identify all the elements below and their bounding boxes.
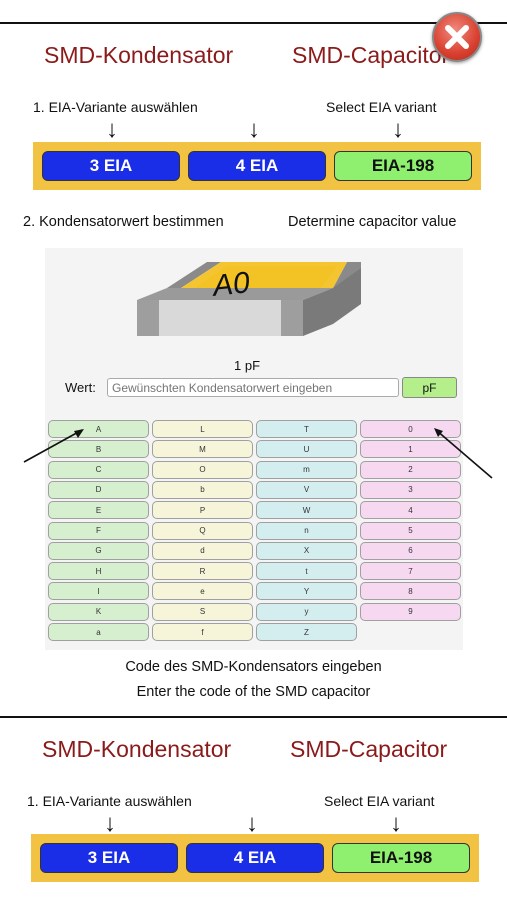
code-key[interactable]: Q [152, 521, 253, 540]
code-key[interactable]: e [152, 582, 253, 601]
code-key[interactable]: C [48, 460, 149, 479]
close-icon [445, 25, 469, 49]
middle-divider [0, 716, 507, 718]
code-key[interactable]: M [152, 440, 253, 459]
code-key[interactable]: 9 [360, 602, 461, 621]
title-en-bottom: SMD-Capacitor [290, 736, 448, 762]
title-de-bottom: SMD-Kondensator [42, 736, 232, 762]
eia-3-button[interactable]: 3 EIA [42, 151, 180, 181]
code-key[interactable]: a [48, 623, 149, 641]
code-key[interactable]: Y [256, 582, 357, 601]
arrow-right-pointer-icon [434, 428, 493, 479]
chip-code-label: A0 [211, 266, 252, 303]
code-key[interactable]: 0 [360, 420, 461, 438]
eia-4-button[interactable]: 4 EIA [188, 151, 326, 181]
code-key[interactable]: Z [256, 623, 357, 641]
code-key[interactable]: 5 [360, 521, 461, 540]
code-key[interactable]: n [256, 521, 357, 540]
unit-pf-button[interactable]: pF [402, 377, 457, 398]
capacitor-value: 1 pF [234, 358, 261, 373]
step2-en: Determine capacitor value [288, 214, 457, 230]
code-key[interactable]: E [48, 501, 149, 520]
code-key[interactable]: 4 [360, 501, 461, 520]
code-key[interactable]: O [152, 460, 253, 479]
code-key[interactable]: 3 [360, 480, 461, 499]
arrow-down-icon: ↓ [106, 116, 118, 143]
code-key[interactable]: G [48, 541, 149, 560]
code-key[interactable]: D [48, 480, 149, 499]
eia-4-button-bottom[interactable]: 4 EIA [186, 843, 324, 873]
capacitor-value-input[interactable] [107, 378, 399, 397]
code-key[interactable]: S [152, 602, 253, 621]
code-key[interactable]: R [152, 562, 253, 581]
eia-198-button[interactable]: EIA-198 [334, 151, 472, 181]
code-key[interactable]: X [256, 541, 357, 560]
instruction-en: Enter the code of the SMD capacitor [136, 684, 371, 700]
code-key[interactable]: L [152, 420, 253, 438]
code-key[interactable]: P [152, 501, 253, 520]
arrow-down-icon: ↓ [248, 116, 260, 143]
top-divider [0, 22, 507, 24]
code-key[interactable]: V [256, 480, 357, 499]
code-key[interactable]: H [48, 562, 149, 581]
arrow-left-pointer-icon [23, 429, 84, 463]
code-key[interactable]: W [256, 501, 357, 520]
calculator-panel: A0 1 pF Wert: pF ABCDEFGHIKaLMObPQdReSfT… [45, 248, 463, 650]
eia-198-button-bottom[interactable]: EIA-198 [332, 843, 470, 873]
capacitor-chip-image [137, 262, 361, 336]
arrow-down-icon: ↓ [104, 810, 116, 837]
eia-3-button-bottom[interactable]: 3 EIA [40, 843, 178, 873]
step1-de-bottom: 1. EIA-Variante auswählen [27, 793, 192, 809]
step1-de: 1. EIA-Variante auswählen [33, 99, 198, 115]
code-key[interactable]: T [256, 420, 357, 438]
code-key[interactable]: t [256, 562, 357, 581]
code-key[interactable]: m [256, 460, 357, 479]
code-key[interactable]: f [152, 623, 253, 641]
code-key[interactable]: 8 [360, 582, 461, 601]
step2-de: 2. Kondensatorwert bestimmen [23, 214, 224, 230]
arrow-down-icon: ↓ [246, 810, 258, 837]
code-key[interactable]: F [48, 521, 149, 540]
close-button[interactable] [432, 12, 482, 62]
code-key[interactable]: 7 [360, 562, 461, 581]
code-key[interactable]: y [256, 602, 357, 621]
wert-label: Wert: [65, 380, 96, 395]
step1-en-bottom: Select EIA variant [324, 793, 435, 809]
code-key[interactable]: I [48, 582, 149, 601]
code-key[interactable]: 6 [360, 541, 461, 560]
code-key[interactable]: A [48, 420, 149, 438]
code-key[interactable]: b [152, 480, 253, 499]
arrow-down-icon: ↓ [392, 116, 404, 143]
code-key[interactable]: U [256, 440, 357, 459]
arrow-down-icon: ↓ [390, 810, 402, 837]
code-key[interactable]: 2 [360, 460, 461, 479]
title-de: SMD-Kondensator [44, 42, 234, 68]
title-en: SMD-Capacitor [292, 42, 450, 68]
code-key[interactable]: 1 [360, 440, 461, 459]
instruction-de: Code des SMD-Kondensators eingeben [125, 659, 382, 675]
eia-variant-bar-bottom: 3 EIA 4 EIA EIA-198 [31, 834, 479, 882]
code-key[interactable]: d [152, 541, 253, 560]
step1-en: Select EIA variant [326, 99, 437, 115]
code-key[interactable]: K [48, 602, 149, 621]
eia-variant-bar: 3 EIA 4 EIA EIA-198 [33, 142, 481, 190]
